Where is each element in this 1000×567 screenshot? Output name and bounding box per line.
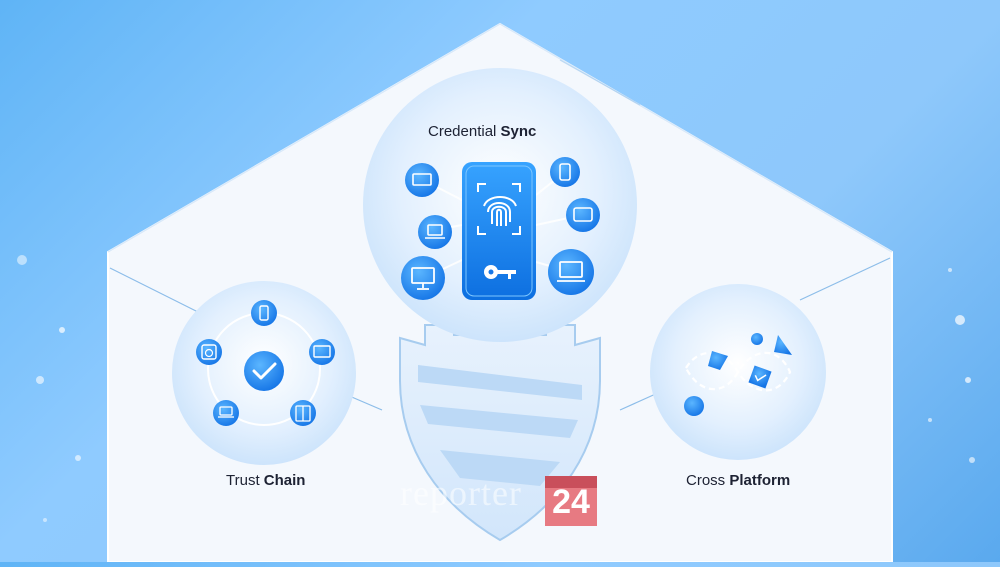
laptop-icon [418,215,452,249]
phone-small-icon [550,157,580,187]
laptop-large-icon [548,249,594,295]
feature-label-credential-sync: Credential Sync [428,123,537,140]
cross-platform-circle [650,284,826,460]
fridge-icon [290,400,316,426]
trust-chain-circle [172,281,356,465]
watermark-logo: reporter 24 [400,470,600,530]
phone-icon [462,162,536,300]
fingerprint-icon [477,183,521,235]
infinity-icon [684,333,792,416]
feature-label-trust-chain: Trust Chain [226,472,306,489]
credential-sync-circle [363,68,637,342]
checkmark-icon [244,351,284,391]
phone-icon [251,300,277,326]
laptop-icon [213,400,239,426]
bokeh-dots [17,255,975,522]
device-node [405,163,439,197]
washer-icon [196,339,222,365]
watermark-number-badge: 24 [545,476,597,526]
watermark-text: reporter [400,473,522,513]
tablet-icon [566,198,600,232]
tv-icon [309,339,335,365]
feature-label-cross-platform: Cross Platform [686,472,791,489]
key-icon [484,265,516,279]
monitor-icon [401,256,445,300]
